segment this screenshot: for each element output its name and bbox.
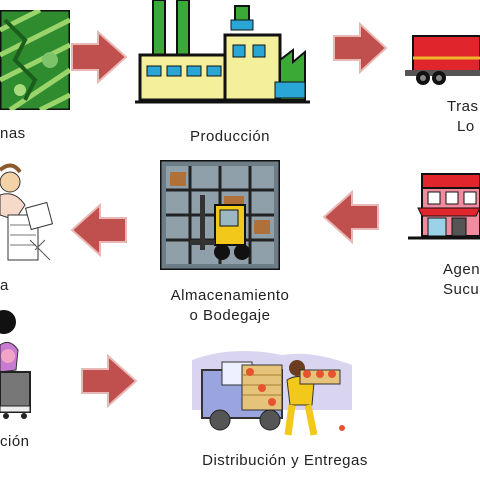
node-label-venta: a (0, 277, 9, 294)
node-label-transporte-1: Tras (447, 98, 479, 115)
node-label-produccion: Producción (189, 128, 271, 145)
arrow-left-icon (70, 202, 127, 258)
node-distribucion (192, 340, 362, 440)
arrow-right-icon (71, 29, 128, 85)
node-label-transporte-2: Lo (457, 118, 475, 135)
node-label-agencias-1: Agen (443, 261, 480, 278)
delivery-van-icon (192, 351, 352, 436)
flow-arrow-1 (68, 28, 130, 86)
arrow-right-icon (81, 353, 138, 409)
node-label-agencias-2: Sucu (443, 281, 480, 298)
node-label-consumo: ción (0, 433, 30, 450)
node-materias-primas (0, 10, 70, 110)
node-agencias (408, 170, 480, 245)
warehouse-forklift-icon (160, 160, 280, 270)
farm-field-icon (0, 10, 70, 110)
flow-arrow-3 (320, 188, 382, 246)
node-venta (0, 160, 55, 270)
arrow-right-icon (333, 21, 388, 75)
storefront-icon (408, 173, 480, 240)
arrow-left-icon (322, 189, 379, 245)
node-produccion (135, 0, 310, 115)
flow-arrow-4 (68, 200, 130, 260)
node-label-almacenamiento-2: o Bodegaje (189, 307, 271, 324)
node-label-materias-primas: nas (0, 125, 26, 142)
node-label-almacenamiento-1: Almacenamiento (170, 287, 290, 304)
clerk-boxes-icon (0, 163, 54, 261)
node-almacenamiento (160, 160, 280, 270)
factory-icon (135, 0, 310, 104)
node-transporte (405, 28, 480, 88)
node-consumo (0, 310, 36, 420)
flow-arrow-5 (78, 352, 140, 410)
truck-icon (405, 35, 480, 85)
customer-icon (0, 310, 31, 419)
node-label-distribucion: Distribución y Entregas (202, 452, 368, 469)
flow-arrow-2 (330, 20, 390, 76)
